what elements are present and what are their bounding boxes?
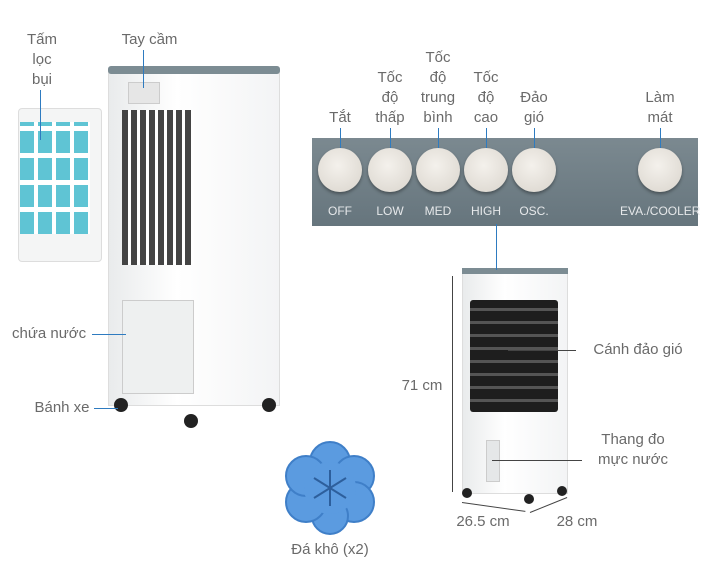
wheel — [184, 414, 198, 428]
button-label-en: HIGH — [471, 204, 501, 218]
control-button-high[interactable] — [464, 148, 508, 192]
button-label-en: MED — [424, 204, 452, 218]
button-label-vn: Tốc độ thấp — [375, 69, 405, 126]
height-dimension-line — [452, 276, 453, 492]
label-filter: Tấm lọc bụi — [27, 31, 57, 88]
water-tank — [122, 300, 194, 394]
control-button-low[interactable] — [368, 148, 412, 192]
label-louver: Cánh đảo gió — [593, 341, 683, 358]
wheel — [262, 398, 276, 412]
label-height: 71 cm — [401, 377, 443, 394]
label-ice-pack: Đá khô (x2) — [291, 541, 369, 558]
button-label-vn: Đảo gió — [520, 89, 548, 126]
button-label-vn: Tốc độ cao — [473, 69, 499, 126]
button-label-vn: Làm mát — [645, 89, 675, 126]
wheel — [524, 494, 534, 504]
button-label-en: EVA./COOLER — [620, 204, 701, 218]
rear-grill — [122, 110, 194, 265]
cooler-top-trim — [108, 66, 280, 74]
depth-dimension-line — [529, 497, 568, 513]
button-label-en: OFF — [328, 204, 352, 218]
wheel — [114, 398, 128, 412]
control-button-osc[interactable] — [512, 148, 556, 192]
water-gauge — [486, 440, 500, 482]
label-width: 26.5 cm — [456, 513, 510, 530]
wheel — [462, 488, 472, 498]
button-label-vn: Tắt — [329, 109, 351, 126]
label-wheels: Bánh xe — [34, 399, 90, 416]
filter-mesh — [20, 122, 90, 234]
width-dimension-line — [461, 502, 526, 512]
label-water-gauge: Thang đo mực nước — [598, 431, 668, 468]
label-depth: 28 cm — [556, 513, 598, 530]
button-label-en: LOW — [376, 204, 404, 218]
louvers — [470, 300, 558, 412]
control-button-off[interactable] — [318, 148, 362, 192]
button-label-vn: Tốc độ trung bình — [420, 49, 456, 126]
label-water-tank: chứa nước — [12, 325, 87, 342]
handle — [128, 82, 160, 104]
ice-pack-image — [285, 441, 375, 535]
control-button-med[interactable] — [416, 148, 460, 192]
wheel — [557, 486, 567, 496]
button-label-en: OSC. — [519, 204, 549, 218]
cooler-top-trim — [462, 268, 568, 274]
label-handle: Tay cầm — [121, 31, 178, 48]
control-button-evacooler[interactable] — [638, 148, 682, 192]
